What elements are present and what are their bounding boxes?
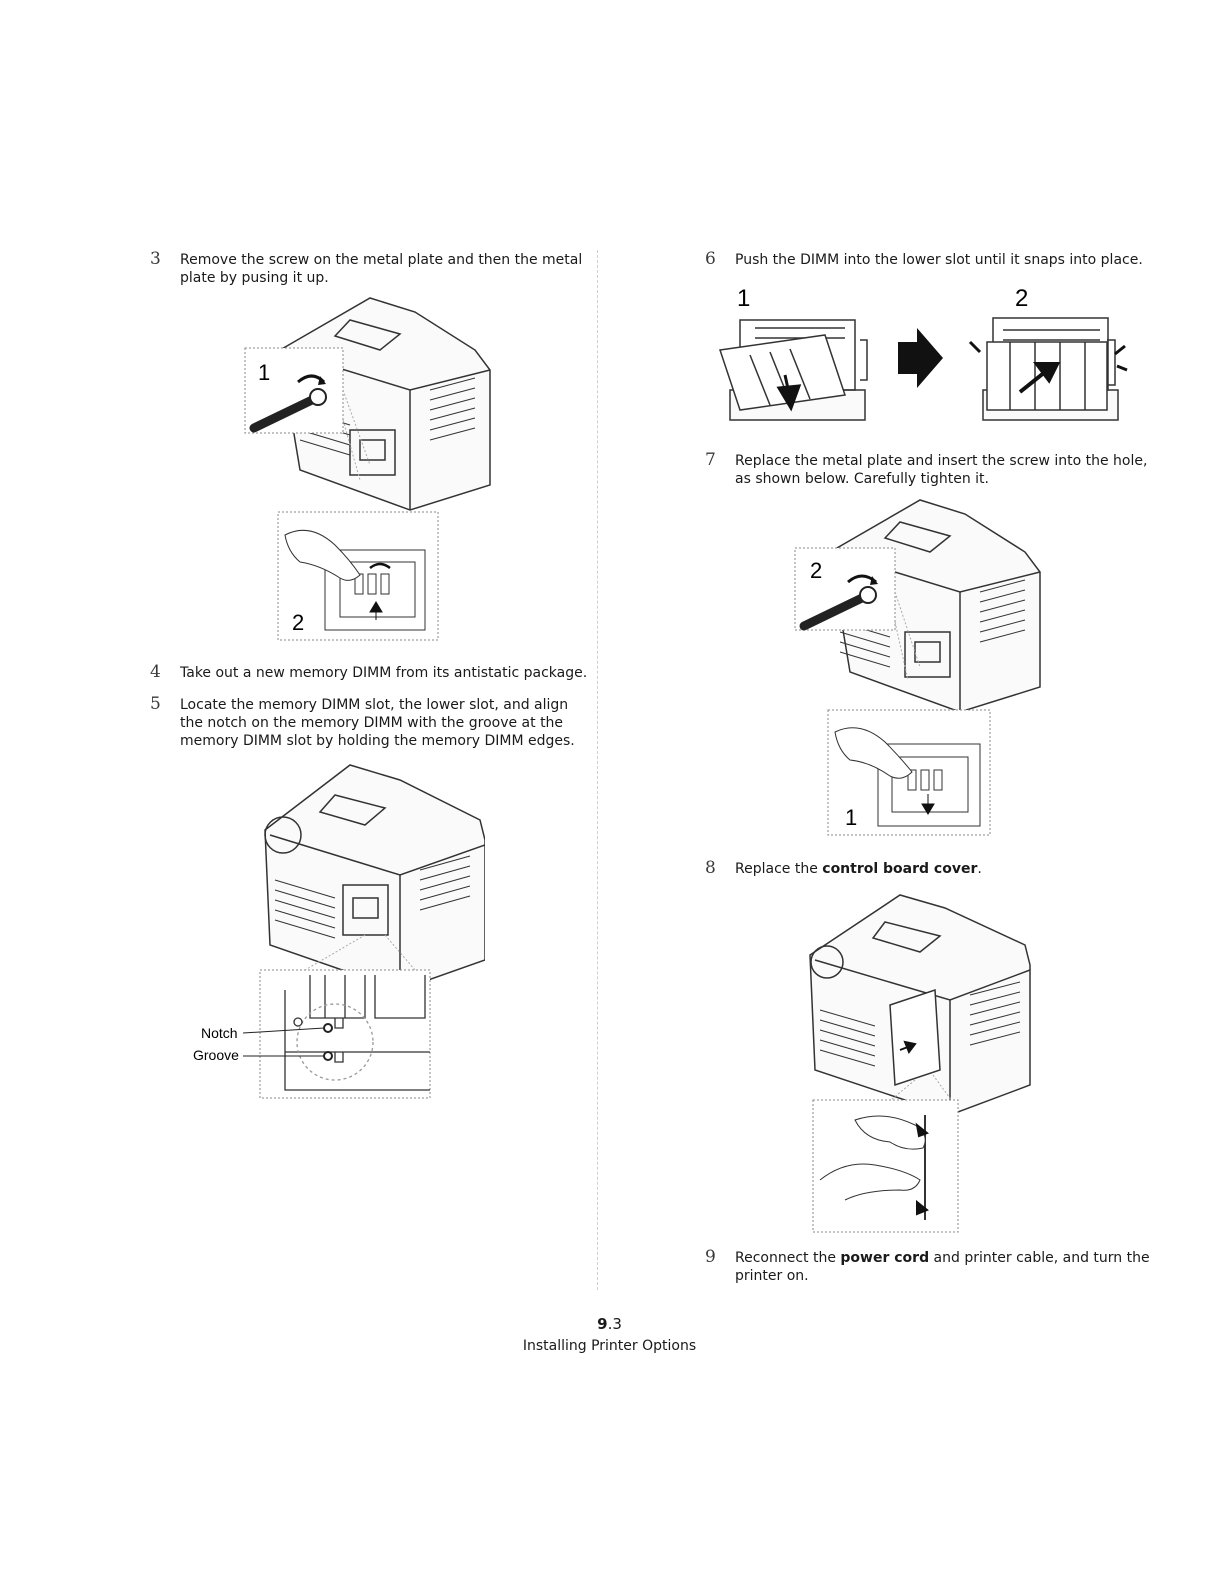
step-5: 5 Locate the memory DIMM slot, the lower… <box>150 694 600 752</box>
step-number: 7 <box>705 450 716 470</box>
step-text: Reconnect the power cord and printer cab… <box>735 1250 1150 1284</box>
step-number: 4 <box>150 662 161 682</box>
page-index: .3 <box>607 1315 622 1333</box>
step-text: Take out a new memory DIMM from its anti… <box>180 665 588 681</box>
page-number: 9.3 <box>0 1315 1219 1333</box>
next-arrow-icon <box>898 328 943 388</box>
step-6: 6 Push the DIMM into the lower slot unti… <box>705 249 1165 271</box>
emphasis-text: power cord <box>840 1250 930 1266</box>
column-divider <box>597 250 598 1290</box>
step-label-2: 2 <box>1015 285 1028 312</box>
callout-box-2 <box>794 547 896 631</box>
step-number: 8 <box>705 858 716 878</box>
figure-remove-metal-plate: 1 2 <box>244 297 491 641</box>
step-text: Remove the screw on the metal plate and … <box>180 252 583 286</box>
step-text: Replace the control board cover. <box>735 861 982 877</box>
callout-label-2: 2 <box>810 558 822 583</box>
step-number: 9 <box>705 1247 716 1267</box>
step-7: 7 Replace the metal plate and insert the… <box>705 450 1165 492</box>
callout-label-2: 2 <box>292 610 304 635</box>
step-9: 9 Reconnect the power cord and printer c… <box>705 1247 1165 1289</box>
groove-label: Groove <box>193 1047 239 1063</box>
figure-insert-dimm: 1 2 <box>719 285 1128 421</box>
callout-box-1 <box>244 347 344 434</box>
callout-label-1: 1 <box>258 360 270 385</box>
step-3: 3 Remove the screw on the metal plate an… <box>150 249 590 291</box>
notch-label: Notch <box>201 1025 238 1041</box>
callout-label-1: 1 <box>845 805 857 830</box>
figure-align-dimm: Notch Groove <box>193 764 485 1099</box>
step-text: Locate the memory DIMM slot, the lower s… <box>180 697 575 749</box>
figure-replace-cover <box>809 894 1031 1233</box>
step-text: Push the DIMM into the lower slot until … <box>735 252 1143 268</box>
chapter-title: Installing Printer Options <box>522 1338 697 1354</box>
step-number: 6 <box>705 249 716 269</box>
step-number: 3 <box>150 249 161 269</box>
step-label-1: 1 <box>737 285 750 312</box>
step-8: 8 Replace the control board cover. <box>705 858 1165 880</box>
emphasis-text: control board cover <box>822 861 978 877</box>
chapter-number: 9 <box>597 1315 608 1333</box>
step-4: 4 Take out a new memory DIMM from its an… <box>150 662 600 684</box>
figure-replace-metal-plate: 2 1 <box>794 499 1041 836</box>
step-number: 5 <box>150 694 161 714</box>
step-text: Replace the metal plate and insert the s… <box>735 453 1148 487</box>
